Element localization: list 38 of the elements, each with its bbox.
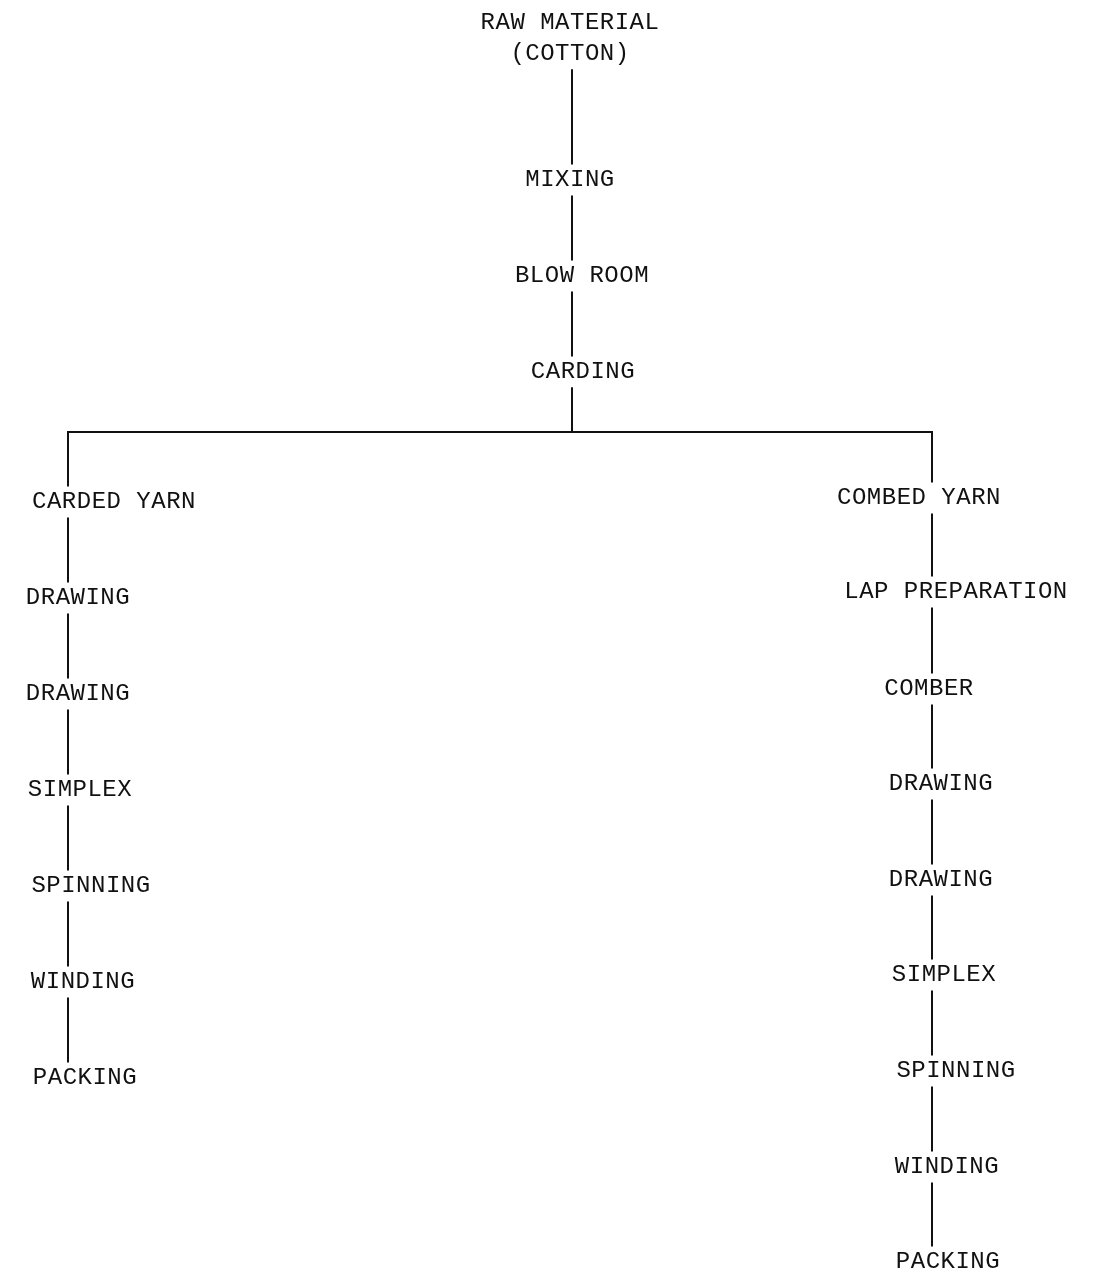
process-label: WINDING [30, 966, 136, 998]
connector-line [571, 386, 933, 484]
connector-line [571, 68, 573, 166]
connector-line [931, 512, 933, 578]
connector-line [67, 516, 69, 584]
process-label: DRAWING [25, 582, 131, 614]
process-label: SPINNING [31, 870, 151, 902]
connector-line [931, 894, 933, 961]
process-label: DRAWING [25, 678, 131, 710]
process-label: RAW MATERIAL (COTTON) [465, 6, 675, 70]
process-label: BLOW ROOM [514, 260, 650, 292]
process-label: PACKING [32, 1062, 138, 1094]
connector-line [67, 612, 69, 680]
process-label: CARDING [530, 356, 636, 388]
connector-line [67, 996, 69, 1064]
process-label: SPINNING [896, 1055, 1016, 1087]
process-label: PACKING [895, 1246, 1001, 1277]
connector-line [67, 900, 69, 968]
process-label: COMBED YARN [837, 482, 1001, 514]
connector-line [931, 703, 933, 770]
process-label: SIMPLEX [27, 774, 133, 806]
process-label: DRAWING [888, 864, 994, 896]
connector-line [931, 606, 933, 675]
process-label: COMBER [884, 673, 974, 705]
process-label: LAP PREPARATION [844, 576, 1068, 608]
connector-line [571, 290, 573, 358]
connector-line [571, 194, 573, 262]
connector-line [67, 708, 69, 776]
connector-line [67, 804, 69, 872]
connector-line [931, 1085, 933, 1153]
process-label: CARDED YARN [32, 486, 196, 518]
process-label: DRAWING [888, 768, 994, 800]
process-label: MIXING [525, 164, 615, 196]
connector-line [931, 798, 933, 866]
connector-line [931, 989, 933, 1057]
connector-line [931, 1181, 933, 1248]
process-label: WINDING [894, 1151, 1000, 1183]
process-label: SIMPLEX [891, 959, 997, 991]
